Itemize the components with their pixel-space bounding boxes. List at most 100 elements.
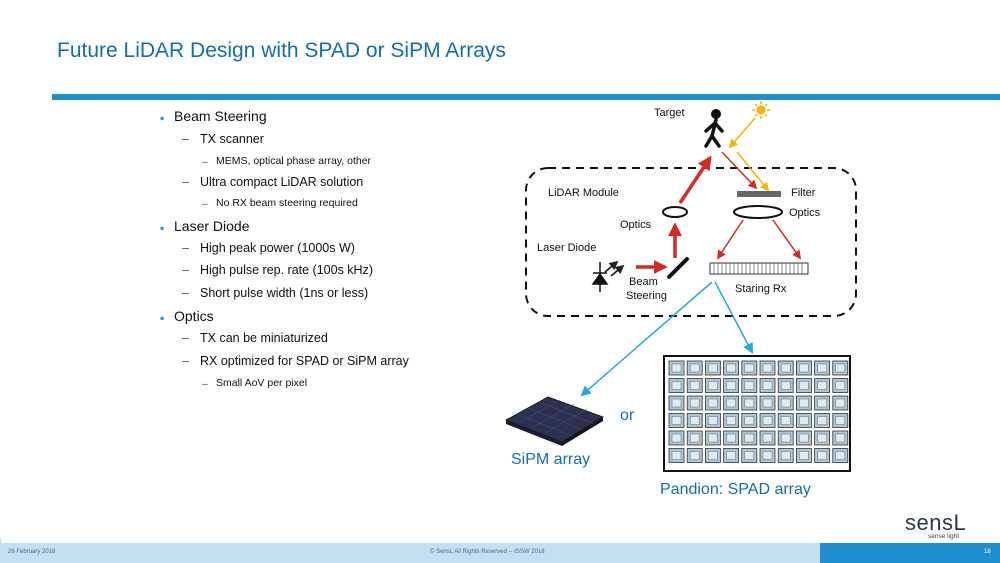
dash-marker: – — [202, 198, 208, 210]
spad-pixel-core — [762, 433, 773, 443]
dash-marker: – — [202, 156, 208, 168]
bullet-item: Short pulse width (1ns or less) — [200, 286, 369, 300]
spad-pixel-core — [780, 363, 791, 373]
spad-pixel-core — [708, 416, 718, 425]
spad-pixel-core — [817, 416, 827, 425]
spad-pixel-core — [708, 451, 718, 460]
dash-marker: – — [182, 331, 189, 345]
spad-pixel-core — [780, 398, 791, 408]
spad-pixel-core — [799, 363, 809, 373]
spad-pixel-core — [780, 451, 791, 460]
page-number: 18 — [984, 549, 991, 555]
bullet-item: Beam Steering — [174, 108, 267, 124]
dash-marker: – — [202, 378, 208, 390]
spad-array-label: Pandion: SPAD array — [660, 481, 811, 498]
spad-pixel-core — [780, 416, 791, 425]
spad-pixel-core — [799, 451, 809, 460]
filter-element — [737, 191, 781, 197]
spad-pixel-core — [726, 363, 736, 373]
spad-pixel-core — [671, 451, 682, 460]
staring-rx-array — [709, 262, 809, 275]
to-sipm-arrow — [580, 281, 713, 397]
dash-marker: – — [182, 175, 189, 189]
spad-pixel-core — [744, 381, 755, 390]
spad-pixel-core — [708, 363, 718, 373]
spad-pixel-core — [726, 416, 736, 425]
spad-pixel-core — [799, 433, 809, 443]
staring-rx-label: Staring Rx — [735, 283, 787, 295]
spad-pixel-core — [817, 433, 827, 443]
laser-diode-label: Laser Diode — [537, 242, 597, 254]
spad-pixel-core — [689, 451, 700, 460]
lidar-module-boundary — [525, 167, 857, 317]
spad-pixel-core — [817, 398, 827, 408]
bullet-marker: ▪ — [160, 221, 165, 235]
spad-pixel-core — [835, 363, 846, 373]
sunlight-arrow — [728, 117, 756, 149]
bullet-item: RX optimized for SPAD or SiPM array — [200, 354, 409, 368]
spad-pixel-core — [689, 433, 700, 443]
target-label: Target — [654, 107, 685, 119]
bullet-item: Small AoV per pixel — [216, 377, 308, 389]
steering-mirror — [667, 257, 689, 279]
spad-pixel-core — [708, 398, 718, 408]
spad-pixel-core — [835, 381, 846, 390]
dash-marker: – — [182, 286, 189, 300]
spad-pixel-core — [689, 398, 700, 408]
footer-date: 26 February 2018 — [8, 549, 56, 555]
filter-label: Filter — [791, 187, 816, 199]
spad-pixel-core — [708, 433, 718, 443]
bullet-item: No RX beam steering required — [216, 197, 358, 209]
spad-pixel-core — [762, 381, 773, 390]
sun-icon — [752, 101, 770, 119]
spad-pixel-core — [835, 398, 846, 408]
return-beam-arrow — [721, 151, 758, 190]
spad-pixel-core — [762, 451, 773, 460]
dash-marker: – — [182, 132, 189, 146]
spad-pixel-core — [780, 433, 791, 443]
spad-pixel-core — [689, 416, 700, 425]
footer-copyright: © SensL All Rights Reserved -- ISSW 2018 — [430, 549, 545, 555]
dash-marker: – — [182, 263, 189, 277]
spad-pixel-core — [835, 451, 846, 460]
tx-beam-arrow — [678, 155, 712, 204]
footer-accent — [820, 543, 1000, 563]
laser-diode-icon — [591, 260, 625, 292]
to-spad-arrow — [714, 281, 753, 354]
sensl-logo: sensL — [905, 510, 967, 535]
steering-label: Steering — [626, 290, 667, 302]
spad-pixel-core — [744, 451, 755, 460]
spad-pixel-core — [689, 363, 700, 373]
spad-pixel-core — [817, 451, 827, 460]
spad-pixel-core — [671, 416, 682, 425]
slide-title: Future LiDAR Design with SPAD or SiPM Ar… — [57, 39, 506, 62]
spad-array-image — [663, 355, 851, 472]
bullet-item: Optics — [174, 308, 214, 324]
sipm-array-image — [505, 396, 604, 446]
spad-pixel-core — [744, 363, 755, 373]
spad-pixel-core — [835, 416, 846, 425]
spad-pixel-core — [762, 416, 773, 425]
spad-pixel-core — [671, 381, 682, 390]
spad-pixel-core — [744, 433, 755, 443]
bullet-item: TX scanner — [200, 132, 264, 146]
spad-pixel-core — [744, 398, 755, 408]
spad-pixel-core — [708, 381, 718, 390]
person-icon — [704, 109, 724, 148]
sipm-array-label: SiPM array — [511, 451, 591, 468]
bullet-item: MEMS, optical phase array, other — [216, 155, 372, 167]
bullet-item: High pulse rep. rate (100s kHz) — [200, 263, 373, 277]
spad-pixel-core — [671, 398, 682, 408]
bullet-item: High peak power (1000s W) — [200, 241, 355, 255]
footer-bar — [0, 543, 1000, 563]
lidar-module-label: LiDAR Module — [548, 187, 619, 199]
spad-pixel-core — [799, 381, 809, 390]
bullet-item: Laser Diode — [174, 218, 250, 234]
spad-pixel-core — [671, 433, 682, 443]
spad-pixel-core — [799, 416, 809, 425]
title-rule — [52, 94, 1000, 100]
spad-pixel-core — [780, 381, 791, 390]
spad-pixel-core — [817, 381, 827, 390]
